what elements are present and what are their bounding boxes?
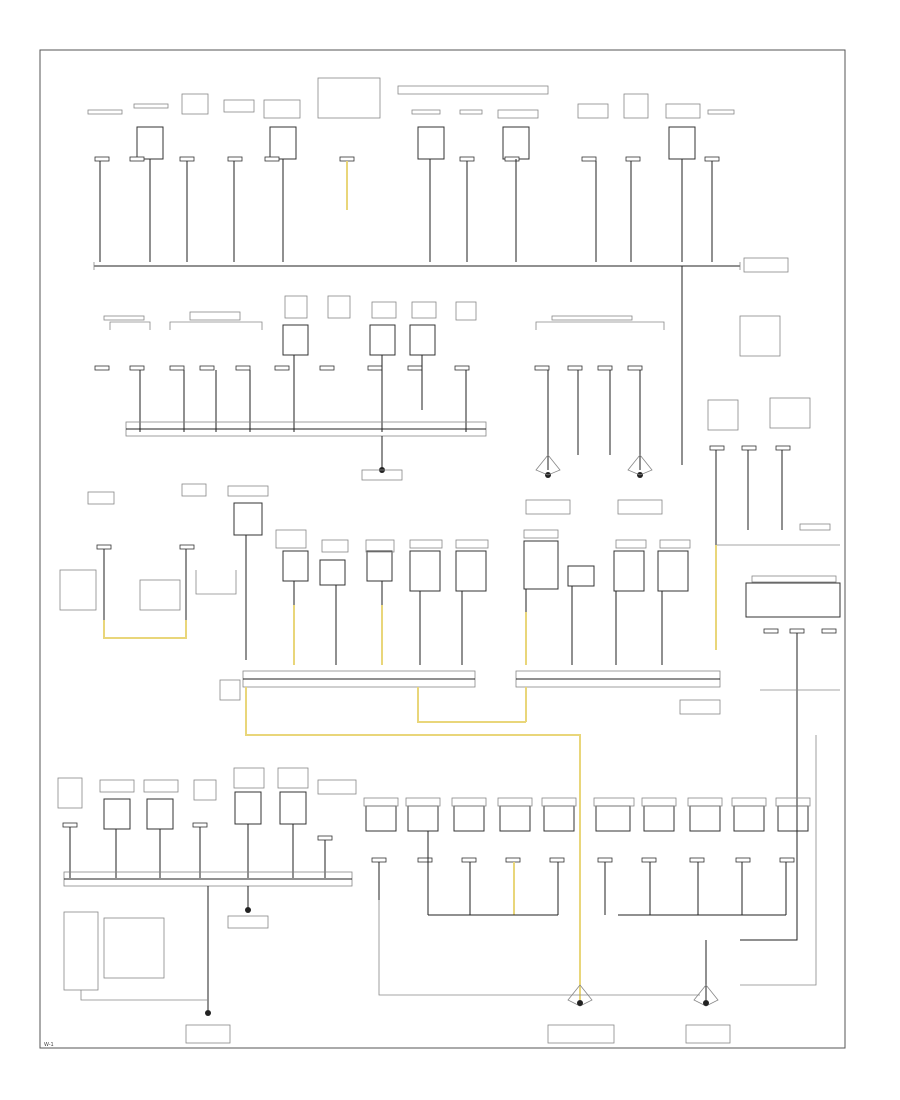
wire-group [99, 159, 713, 262]
component-box [233, 502, 263, 536]
component-box [234, 791, 262, 825]
ground-point [577, 1000, 583, 1006]
component-box [136, 126, 164, 160]
diagram-frame [39, 49, 846, 1049]
connector-row [62, 822, 795, 863]
label-block [103, 295, 781, 515]
section-4 [57, 735, 817, 1044]
component-box [523, 540, 559, 590]
component-box [409, 550, 441, 592]
ground-point [245, 907, 251, 913]
component-box [409, 324, 436, 356]
component-box [455, 550, 487, 592]
component-box [745, 582, 841, 618]
component-box [282, 550, 309, 582]
component-box [668, 126, 696, 160]
component-box [543, 805, 575, 832]
component-box [595, 805, 631, 832]
wire-group [139, 355, 641, 470]
component-box [319, 559, 346, 586]
ground-point [205, 1010, 211, 1016]
component-box [282, 324, 309, 356]
wire-group [378, 831, 787, 915]
label-block [87, 77, 789, 273]
component-box [369, 324, 396, 356]
component-box [657, 550, 689, 592]
component-box [733, 805, 765, 832]
component-box [103, 798, 131, 830]
label-block [87, 483, 837, 715]
section-2-right [707, 397, 840, 650]
component-box [777, 805, 809, 832]
section-3 [59, 483, 841, 1000]
connector-row [94, 365, 643, 371]
component-box [499, 805, 531, 832]
component-box [146, 798, 174, 830]
ground-point [703, 1000, 709, 1006]
component-box [453, 805, 485, 832]
section-top [87, 77, 789, 465]
component-box [366, 550, 393, 582]
component-box [365, 805, 397, 832]
label-block [57, 767, 811, 1044]
wire-group [293, 581, 663, 665]
component-box [567, 565, 595, 587]
component-box [279, 791, 307, 825]
connector-row [94, 156, 720, 162]
component-box [417, 126, 445, 160]
section-2 [94, 295, 781, 515]
wire-group [69, 824, 326, 878]
footer-code: W-1 [44, 1042, 54, 1048]
component-box [407, 805, 439, 832]
component-box [613, 550, 645, 592]
component-box [502, 126, 530, 160]
component-box [689, 805, 721, 832]
component-box [643, 805, 675, 832]
component-box [269, 126, 297, 160]
